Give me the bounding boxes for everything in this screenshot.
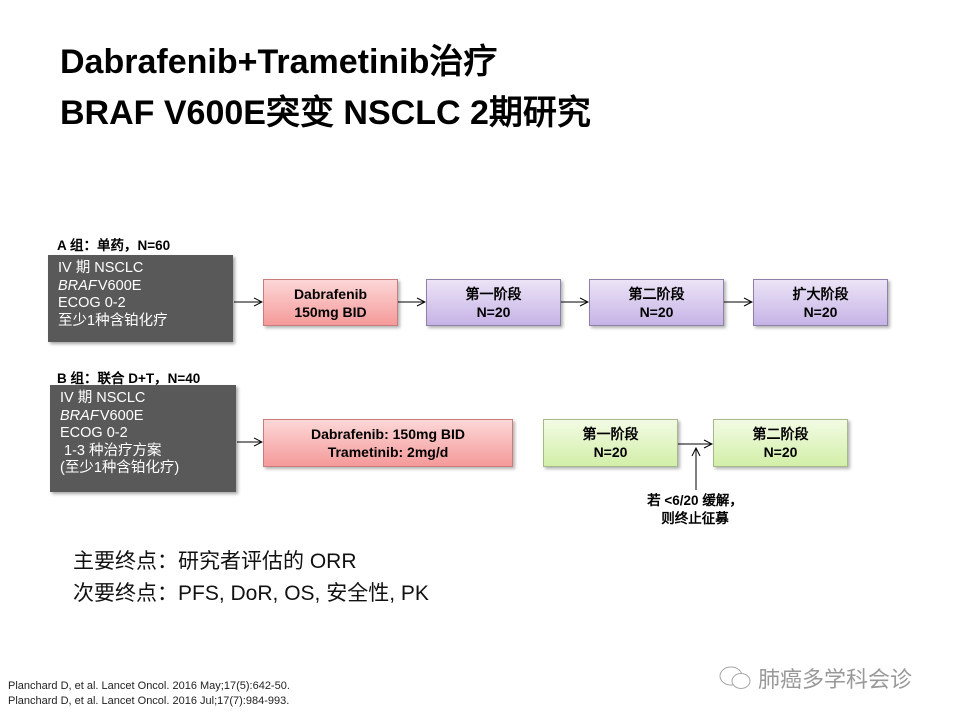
group-b-criteria: IV 期 NSCLC BRAF V600E ECOG 0-2 1-3 种治疗方案… <box>50 385 236 492</box>
stopping-rule-note: 若 <6/20 缓解， 则终止征募 <box>620 492 770 528</box>
group-a-label: A 组：单药，N=60 <box>57 238 171 253</box>
group-a-criteria: IV 期 NSCLC BRAF V600E ECOG 0-2 至少1种含铂化疗 <box>48 255 233 342</box>
stage-n: N=20 <box>763 444 798 460</box>
reference: Planchard D, et al. Lancet Oncol. 2016 J… <box>8 695 290 707</box>
criterion: IV 期 NSCLC <box>60 390 146 406</box>
group-b-stage-1: 第一阶段 N=20 <box>543 419 678 467</box>
criterion: (至少1种含铂化疗) <box>60 460 180 476</box>
stage-name: 扩大阶段 <box>792 285 849 302</box>
stage-name: 第一阶段 <box>465 285 522 302</box>
note-line: 若 <6/20 缓解， <box>647 493 743 508</box>
stage-n: N=20 <box>803 303 838 320</box>
criterion: BRAF V600E <box>58 278 223 296</box>
secondary-endpoint: 次要终点：PFS, DoR, OS, 安全性, PK <box>73 582 429 605</box>
criterion: BRAF V600E <box>60 408 226 426</box>
stage-name: 第二阶段 <box>752 426 809 442</box>
dose: 150mg BID <box>294 303 367 320</box>
drug-dose: Trametinib: 2mg/d <box>327 444 449 460</box>
criterion: ECOG 0-2 <box>58 295 126 311</box>
stage-name: 第一阶段 <box>582 426 639 442</box>
primary-endpoint: 主要终点：研究者评估的 ORR <box>73 550 357 573</box>
mutation: V600E <box>99 407 144 424</box>
reference: Planchard D, et al. Lancet Oncol. 2016 M… <box>8 680 290 692</box>
criterion: 1-3 种治疗方案 <box>60 442 162 459</box>
wechat-icon <box>719 666 751 689</box>
title-line-2: BRAF V600E突变 NSCLC 2期研究 <box>60 94 591 132</box>
watermark-text: 肺癌多学科会诊 <box>758 667 913 692</box>
stage-name: 第二阶段 <box>628 285 685 302</box>
criterion: ECOG 0-2 <box>60 425 128 441</box>
mutation: V600E <box>97 277 142 294</box>
group-b-treatment: Dabrafenib: 150mg BID Trametinib: 2mg/d <box>263 419 513 467</box>
title-line-1: Dabrafenib+Trametinib治疗 <box>60 43 498 81</box>
criterion: IV 期 NSCLC <box>58 260 144 276</box>
gene: BRAF <box>60 407 99 424</box>
note-line: 则终止征募 <box>661 511 729 526</box>
drug: Dabrafenib <box>293 285 368 302</box>
stage-n: N=20 <box>476 303 511 320</box>
stage-n: N=20 <box>593 444 628 460</box>
criterion: 至少1种含铂化疗 <box>58 312 168 329</box>
group-b-stage-2: 第二阶段 N=20 <box>713 419 848 467</box>
drug-dose: Dabrafenib: 150mg BID <box>310 426 466 442</box>
watermark: 肺癌多学科会诊 <box>718 662 912 694</box>
stage-n: N=20 <box>639 303 674 320</box>
group-b-label: B 组：联合 D+T，N=40 <box>57 371 201 386</box>
gene: BRAF <box>58 277 97 294</box>
